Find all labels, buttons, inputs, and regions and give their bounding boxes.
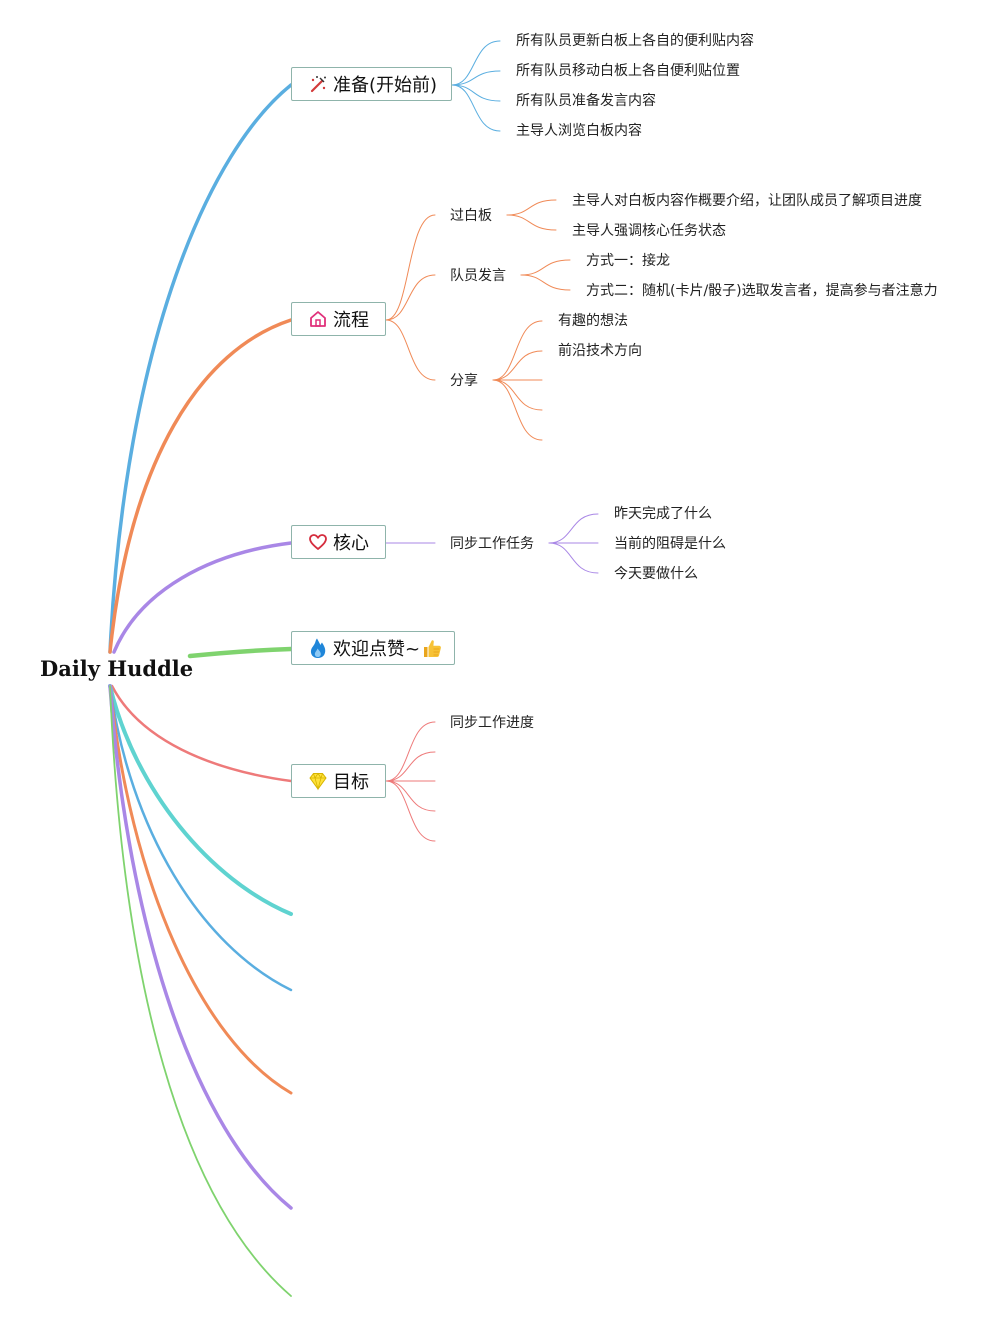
- goal-link-4: [385, 780, 436, 812]
- topic-core[interactable]: 核心: [291, 525, 386, 559]
- topic-like-label: 欢迎点赞~: [333, 639, 421, 660]
- board-link-2: [506, 214, 557, 231]
- prep-link-2: [451, 70, 501, 86]
- share-link-2: [492, 350, 543, 381]
- goal-link-2: [385, 751, 436, 782]
- share-item-1[interactable]: 有趣的想法: [558, 313, 628, 329]
- root-topic[interactable]: Daily Huddle: [40, 656, 194, 681]
- branch-empty-4: [108, 684, 293, 1210]
- branch-process: [108, 318, 293, 654]
- prep-item-3[interactable]: 所有队员准备发言内容: [516, 93, 656, 109]
- sync-item-2[interactable]: 当前的阻碍是什么: [614, 536, 726, 552]
- speak-item-2[interactable]: 方式二：随机(卡片/骰子)选取发言者，提高参与者注意力: [586, 283, 938, 299]
- branch-core: [112, 541, 293, 654]
- branch-empty-5: [109, 685, 292, 1297]
- sync-item-3[interactable]: 今天要做什么: [614, 566, 698, 582]
- share-link-5: [492, 379, 543, 441]
- share-item-2[interactable]: 前沿技术方向: [558, 343, 642, 359]
- goal-link-1: [385, 721, 436, 782]
- board-item-2[interactable]: 主导人强调核心任务状态: [572, 223, 726, 239]
- topic-core-label: 核心: [333, 533, 369, 554]
- core-sync[interactable]: 同步工作任务: [450, 536, 534, 552]
- sync-link-3: [548, 542, 599, 574]
- board-item-1[interactable]: 主导人对白板内容作概要介绍，让团队成员了解项目进度: [572, 193, 922, 209]
- prep-item-2[interactable]: 所有队员移动白板上各自便利贴位置: [516, 63, 740, 79]
- topic-process[interactable]: 流程: [291, 302, 386, 336]
- speak-link-2: [520, 274, 571, 291]
- house-icon: [308, 309, 328, 329]
- prep-link-1: [451, 40, 501, 86]
- process-link-3: [385, 319, 436, 381]
- topic-goal-label: 目标: [333, 772, 369, 793]
- branch-empty-2: [108, 684, 293, 992]
- speak-link-1: [520, 259, 571, 276]
- process-speak[interactable]: 队员发言: [450, 268, 506, 284]
- sync-item-1[interactable]: 昨天完成了什么: [614, 506, 712, 522]
- diamond-icon: [308, 771, 328, 791]
- process-link-2: [385, 274, 436, 321]
- prep-item-4[interactable]: 主导人浏览白板内容: [516, 123, 642, 139]
- share-link-1: [492, 320, 543, 381]
- share-link-4: [492, 379, 543, 411]
- branch-empty-1: [108, 684, 293, 916]
- topic-goal[interactable]: 目标: [291, 764, 386, 798]
- goal-link-5: [385, 780, 436, 842]
- process-share[interactable]: 分享: [450, 373, 478, 389]
- branch-like: [187, 646, 294, 659]
- topic-prep-label: 准备(开始前): [333, 75, 438, 96]
- sync-link-1: [548, 513, 599, 544]
- prep-item-1[interactable]: 所有队员更新白板上各自的便利贴内容: [516, 33, 754, 49]
- topic-prep[interactable]: 准备(开始前): [291, 67, 452, 101]
- topic-process-label: 流程: [333, 310, 369, 331]
- speak-item-1[interactable]: 方式一：接龙: [586, 253, 670, 269]
- prep-link-3: [451, 84, 501, 102]
- branch-prep: [108, 83, 293, 654]
- branch-empty-3: [108, 684, 293, 1095]
- heart-icon: [308, 532, 328, 552]
- board-link-1: [506, 199, 557, 216]
- prep-link-4: [451, 84, 501, 132]
- thumbs-up-icon: [421, 637, 443, 659]
- process-link-1: [385, 214, 436, 321]
- fire-icon: [308, 637, 328, 659]
- branch-goal: [110, 684, 293, 783]
- process-board[interactable]: 过白板: [450, 208, 492, 224]
- goal-item-1[interactable]: 同步工作进度: [450, 715, 534, 731]
- topic-like[interactable]: 欢迎点赞~: [291, 631, 455, 665]
- magic-wand-icon: [308, 74, 328, 94]
